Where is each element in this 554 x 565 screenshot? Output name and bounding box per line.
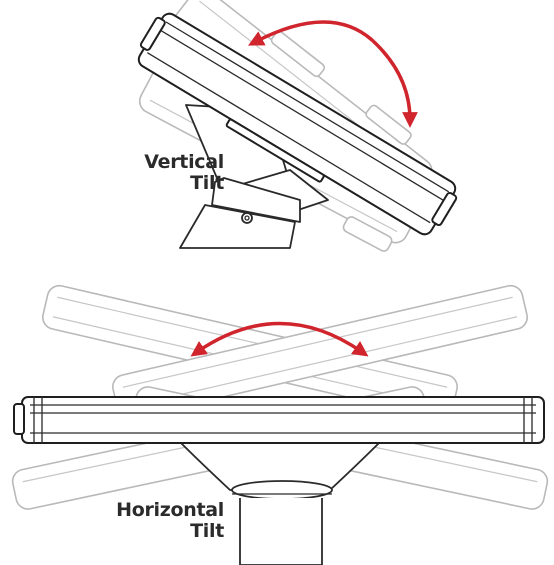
vertical-tilt-label-line2: Tilt	[190, 172, 224, 195]
vertical-tilt-label-line1: Vertical	[144, 151, 224, 173]
horizontal-main-tablet	[13, 396, 545, 444]
horizontal-stand	[179, 441, 381, 565]
vertical-tilt-arrow	[248, 20, 418, 128]
horizontal-tilt-label-line2: Tilt	[190, 520, 224, 543]
horizontal-tilt-label-line1: Horizontal	[116, 499, 224, 521]
horizontal-tilt-label: Horizontal Tilt	[100, 499, 224, 543]
horizontal-tilt-illustration	[11, 284, 549, 565]
horizontal-tilt-arrow	[190, 321, 369, 357]
vertical-tilt-label: Vertical Tilt	[106, 151, 224, 195]
vertical-tilt-illustration	[137, 0, 458, 252]
